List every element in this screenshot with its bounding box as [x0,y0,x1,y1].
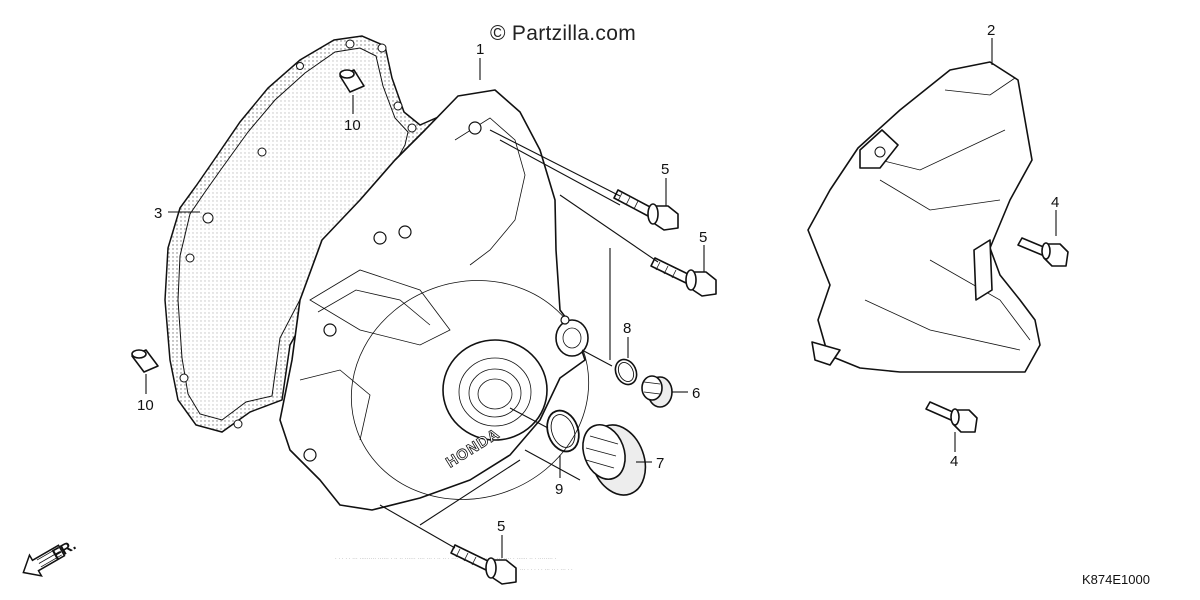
callout-10-upper: 10 [344,117,361,134]
o-ring-part-9[interactable] [542,406,585,456]
fine-print-line-2: ··· · · · · · ··· ·· · ··· · · [520,567,573,573]
callout-2: 2 [987,22,995,39]
dowel-pin-part-10-lower[interactable] [131,349,159,373]
diagram-code: K874E1000 [1082,572,1150,587]
callout-4-right: 4 [1051,194,1059,211]
callout-7: 7 [656,455,664,472]
bolt-part-5-lower[interactable] [450,544,517,585]
fine-print-line-1: · · · · · ··· ········· ······ · ·· ·· ·… [335,556,557,562]
callout-10-lower: 10 [137,397,154,414]
front-direction-indicator: FR. [22,537,79,577]
crankcase-cover-part-1[interactable]: HONDA [279,89,620,533]
watermark: © Partzilla.com [490,22,637,45]
front-arrow-icon [22,544,66,577]
bolt-part-4-right[interactable] [1017,237,1069,267]
cap-part-7[interactable] [576,417,655,502]
cap-part-6[interactable] [641,375,673,408]
callout-5-middle: 5 [699,229,707,246]
callouts: 1 2 3 4 4 5 5 5 6 7 8 9 10 10 [137,22,1059,535]
callout-6: 6 [692,385,700,402]
sprocket-cover-part-2[interactable] [807,61,1041,373]
callout-8: 8 [623,320,631,337]
bolt-part-5-middle[interactable] [650,257,717,297]
bolt-part-4-lower[interactable] [925,401,978,433]
bolt-part-5-upper[interactable] [613,189,679,231]
callout-9: 9 [555,481,563,498]
gasket-part-3[interactable] [164,35,438,433]
callout-1: 1 [476,41,484,58]
callout-4-lower: 4 [950,453,958,470]
dowel-pin-part-10-upper[interactable] [339,69,365,93]
leader-lines [145,38,1057,558]
callout-5-lower: 5 [497,518,505,535]
callout-3: 3 [154,205,162,222]
callout-5-upper: 5 [661,161,669,178]
o-ring-part-8[interactable] [611,356,640,388]
